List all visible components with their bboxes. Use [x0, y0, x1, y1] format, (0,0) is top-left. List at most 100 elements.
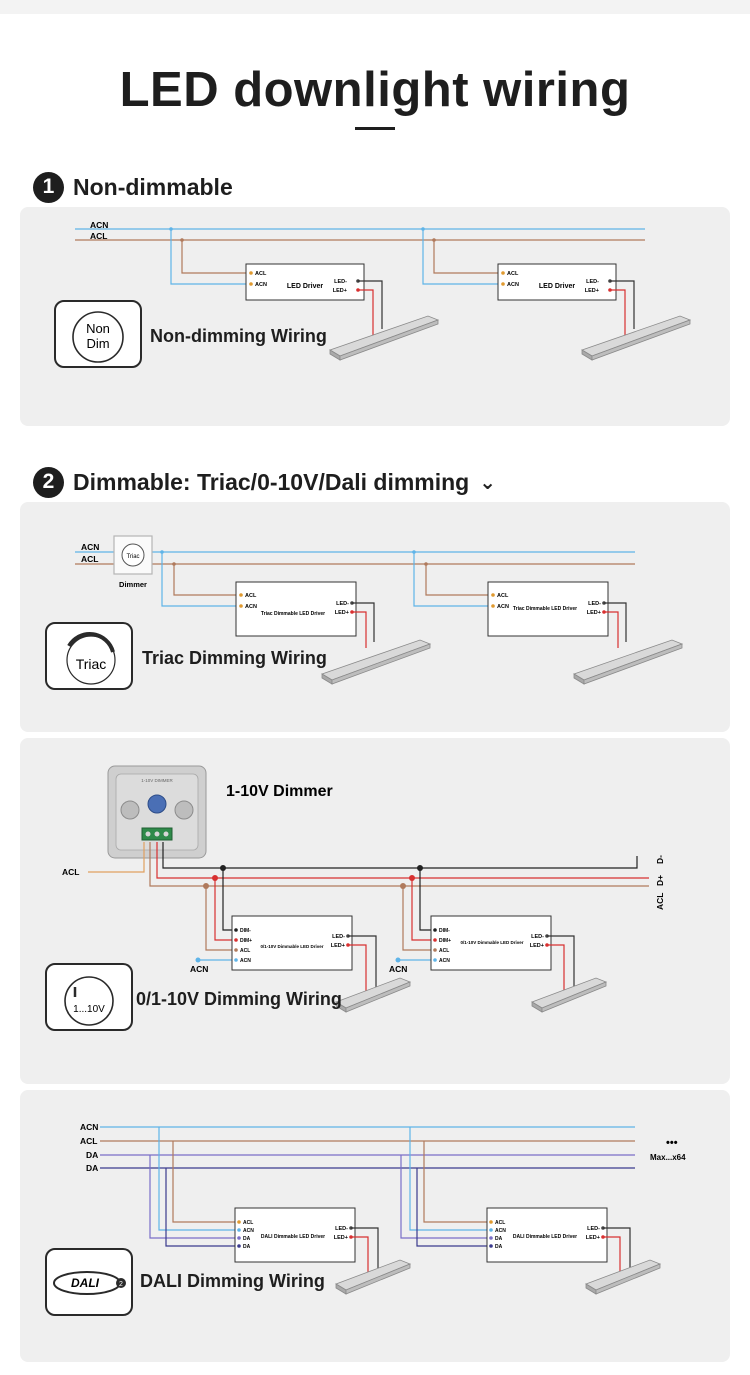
non-dimming-diagram: ACN ACL ACL ACN LED Driver LED- LED+ AC — [75, 220, 692, 361]
dali-driver-box — [486, 1207, 608, 1263]
acl-right-label: ACL — [655, 893, 665, 910]
acl-label: ACL — [80, 1136, 97, 1146]
section-heading-dimmable: 2 Dimmable: Triac/0-10V/Dali dimming ⌄ — [33, 466, 496, 498]
0-10v-dimming-wiring-label: 0/1-10V Dimming Wiring — [136, 989, 342, 1009]
acn-label: ACN — [389, 964, 407, 974]
triac-badge-text: Triac — [76, 656, 107, 672]
driver-led-neg: LED- — [335, 1226, 348, 1232]
dali-logo-text: DALI — [71, 1276, 100, 1290]
linear-light-fixture-1 — [335, 977, 412, 1013]
1-10v-dimmer-device: 1-10V DIMMER — [107, 765, 207, 859]
driver-led-neg: LED- — [334, 279, 347, 285]
dali-diagram: ACN ACL DA DA ••• Max...x64 ACL ACN DA D… — [80, 1122, 686, 1295]
linear-light-fixture-1 — [329, 315, 440, 361]
driver-da1-label: DA — [243, 1236, 251, 1242]
badge-line1: Non — [86, 321, 110, 336]
max-devices-label: Max...x64 — [650, 1153, 686, 1162]
driver-dimneg: DIM- — [439, 928, 450, 934]
triac-diagram: ACN ACL Triac Dimmer ACL ACN Triac Dimma… — [75, 535, 684, 685]
panel-0-10v-dimming: 1-10V DIMMER 1-10V Dimmer ACL D- D+ ACL … — [20, 738, 730, 1084]
acl-left-label: ACL — [62, 867, 79, 877]
1-10v-badge: 1...10V — [45, 963, 133, 1031]
dimmer-knob-text: Triac — [126, 554, 139, 560]
driver-da2-label: DA — [243, 1244, 251, 1250]
0-10v-driver-box — [231, 915, 353, 971]
acn-label: ACN — [190, 964, 208, 974]
section-heading-non-dimmable: 1 Non-dimmable — [33, 171, 233, 203]
dali-logo-sup: 2 — [119, 1281, 123, 1288]
section-title: Dimmable: Triac/0-10V/Dali dimming — [73, 468, 470, 495]
driver-led-pos: LED+ — [331, 943, 345, 949]
continuation-dots: ••• — [666, 1137, 678, 1149]
badge-line2: Dim — [86, 336, 109, 351]
chevron-down-icon: ⌄ — [479, 471, 496, 494]
driver-led-neg: LED- — [336, 601, 349, 607]
driver-led-neg: LED- — [588, 601, 601, 607]
driver-dimneg: DIM- — [240, 928, 251, 934]
driver-acl-label: ACL — [507, 271, 519, 277]
driver-led-pos: LED+ — [585, 288, 599, 294]
triac-dimming-wiring-label: Triac Dimming Wiring — [142, 648, 327, 668]
driver-acn-label: ACN — [497, 604, 509, 610]
driver-acl-label: ACL — [497, 593, 509, 599]
acl-label: ACL — [90, 231, 107, 241]
linear-light-fixture-2 — [581, 315, 692, 361]
d-neg-label: D- — [655, 855, 665, 864]
driver-acl-label: ACL — [255, 271, 267, 277]
dimmer-plate-text: 1-10V DIMMER — [141, 778, 173, 783]
panel-dali-dimming: ACN ACL DA DA ••• Max...x64 ACL ACN DA D… — [20, 1090, 730, 1362]
triac-badge: Triac — [45, 622, 133, 690]
triac-driver-box — [235, 581, 357, 637]
d-pos-label: D+ — [655, 875, 665, 886]
driver-name: Triac Dimmable LED Driver — [261, 611, 325, 617]
section-number-badge: 1 — [33, 171, 64, 203]
driver-acl-label: ACL — [245, 593, 257, 599]
driver-acl-label: ACL — [240, 948, 250, 954]
acn-label: ACN — [80, 1122, 98, 1132]
driver-da2-label: DA — [495, 1244, 503, 1250]
driver-acn-label: ACN — [243, 1228, 254, 1234]
driver-name: DALI Dimmable LED Driver — [261, 1234, 325, 1240]
driver-led-pos: LED+ — [587, 610, 601, 616]
1-10v-dimmer-title: 1-10V Dimmer — [226, 783, 333, 800]
driver-led-neg: LED- — [332, 934, 345, 940]
title-underline — [355, 127, 395, 130]
driver-name: LED Driver — [539, 283, 575, 290]
linear-light-fixture-1 — [321, 639, 432, 685]
linear-light-fixture-1 — [335, 1259, 412, 1295]
driver-acn-label: ACN — [439, 958, 450, 964]
driver-dimpos: DIM+ — [439, 938, 451, 944]
driver-led-neg: LED- — [586, 279, 599, 285]
da1-label: DA — [86, 1150, 98, 1160]
driver-name: DALI Dimmable LED Driver — [513, 1234, 577, 1240]
section-title: Non-dimmable — [73, 173, 233, 200]
acn-label: ACN — [81, 542, 99, 552]
driver-acl-label: ACL — [495, 1220, 505, 1226]
driver-da1-label: DA — [495, 1236, 503, 1242]
section-number-badge: 2 — [33, 466, 64, 498]
panel-triac-dimming: ACN ACL Triac Dimmer ACL ACN Triac Dimma… — [20, 502, 730, 732]
driver-led-pos: LED+ — [335, 610, 349, 616]
dali-badge: DALI 2 — [45, 1248, 133, 1316]
linear-light-fixture-2 — [585, 1259, 662, 1295]
driver-name: 0/1-10V Dimmable LED Driver — [260, 944, 323, 949]
driver-led-pos: LED+ — [530, 943, 544, 949]
dimmer-caption: Dimmer — [119, 580, 147, 589]
linear-light-fixture-2 — [573, 639, 684, 685]
driver-acl-label: ACL — [439, 948, 449, 954]
non-dimming-wiring-label: Non-dimming Wiring — [150, 326, 327, 346]
acn-label: ACN — [90, 220, 108, 230]
non-dim-badge: Non Dim — [54, 300, 142, 368]
driver-name: LED Driver — [287, 283, 323, 290]
triac-driver-box — [487, 581, 609, 637]
led-driver-box — [245, 263, 365, 301]
driver-acn-label: ACN — [245, 604, 257, 610]
driver-acn-label: ACN — [240, 958, 251, 964]
dali-dimming-wiring-label: DALI Dimming Wiring — [140, 1271, 325, 1291]
driver-acl-label: ACL — [243, 1220, 253, 1226]
driver-acn-label: ACN — [507, 282, 519, 288]
0-10v-driver-box — [430, 915, 552, 971]
top-strip — [0, 0, 750, 14]
panel-non-dimming: ACN ACL ACL ACN LED Driver LED- LED+ AC — [20, 207, 730, 426]
driver-led-pos: LED+ — [334, 1235, 348, 1241]
